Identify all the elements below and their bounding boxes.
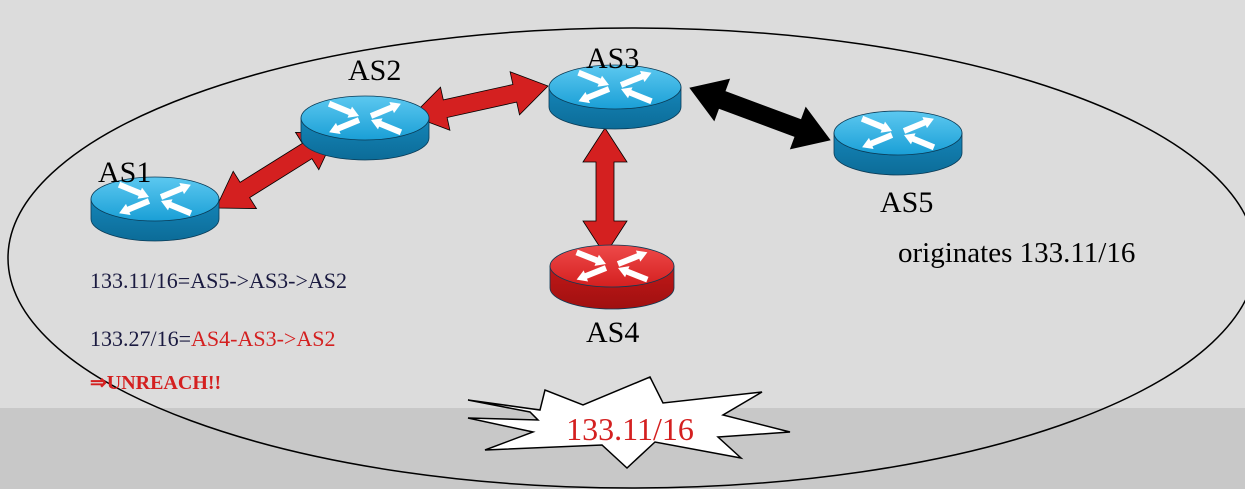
router-arrows-icon [327,100,403,136]
route2-path: AS4-AS3->AS2 [191,326,335,351]
router-arrows-icon [577,69,653,105]
unreach-arrow: ⇒ [90,372,107,394]
as1-label: AS1 [98,156,151,189]
unreach-label: UNREACH!! [107,372,221,394]
unreach-text: ⇒UNREACH!! [90,372,221,394]
route-as5-as3-as2: 133.11/16=AS5->AS3->AS2 [90,268,347,293]
router-as1 [90,176,220,242]
route2-prefix: 133.27/16= [90,326,191,351]
links [215,71,831,256]
originates-text: originates 133.11/16 [898,237,1135,269]
burst-label: 133.11/16 [566,411,694,447]
as3-label: AS3 [586,42,639,75]
router-arrows-icon [575,249,649,283]
as5-label: AS5 [880,186,933,219]
internet-boundary [7,27,1245,489]
router-as5 [833,110,963,176]
as2-label: AS2 [348,54,401,87]
router-as2 [300,95,430,161]
link-as3-as5 [689,78,831,150]
router-arrows-icon [117,181,193,217]
router-as4 [549,244,675,310]
route-as4-as3-as2: 133.27/16=AS4-AS3->AS2 [90,326,335,351]
routers [90,64,963,310]
router-arrows-icon [860,115,936,151]
as4-label: AS4 [586,316,639,349]
hijack-burst [467,376,791,470]
router-as3 [548,64,682,130]
link-as2-as3 [411,71,549,131]
